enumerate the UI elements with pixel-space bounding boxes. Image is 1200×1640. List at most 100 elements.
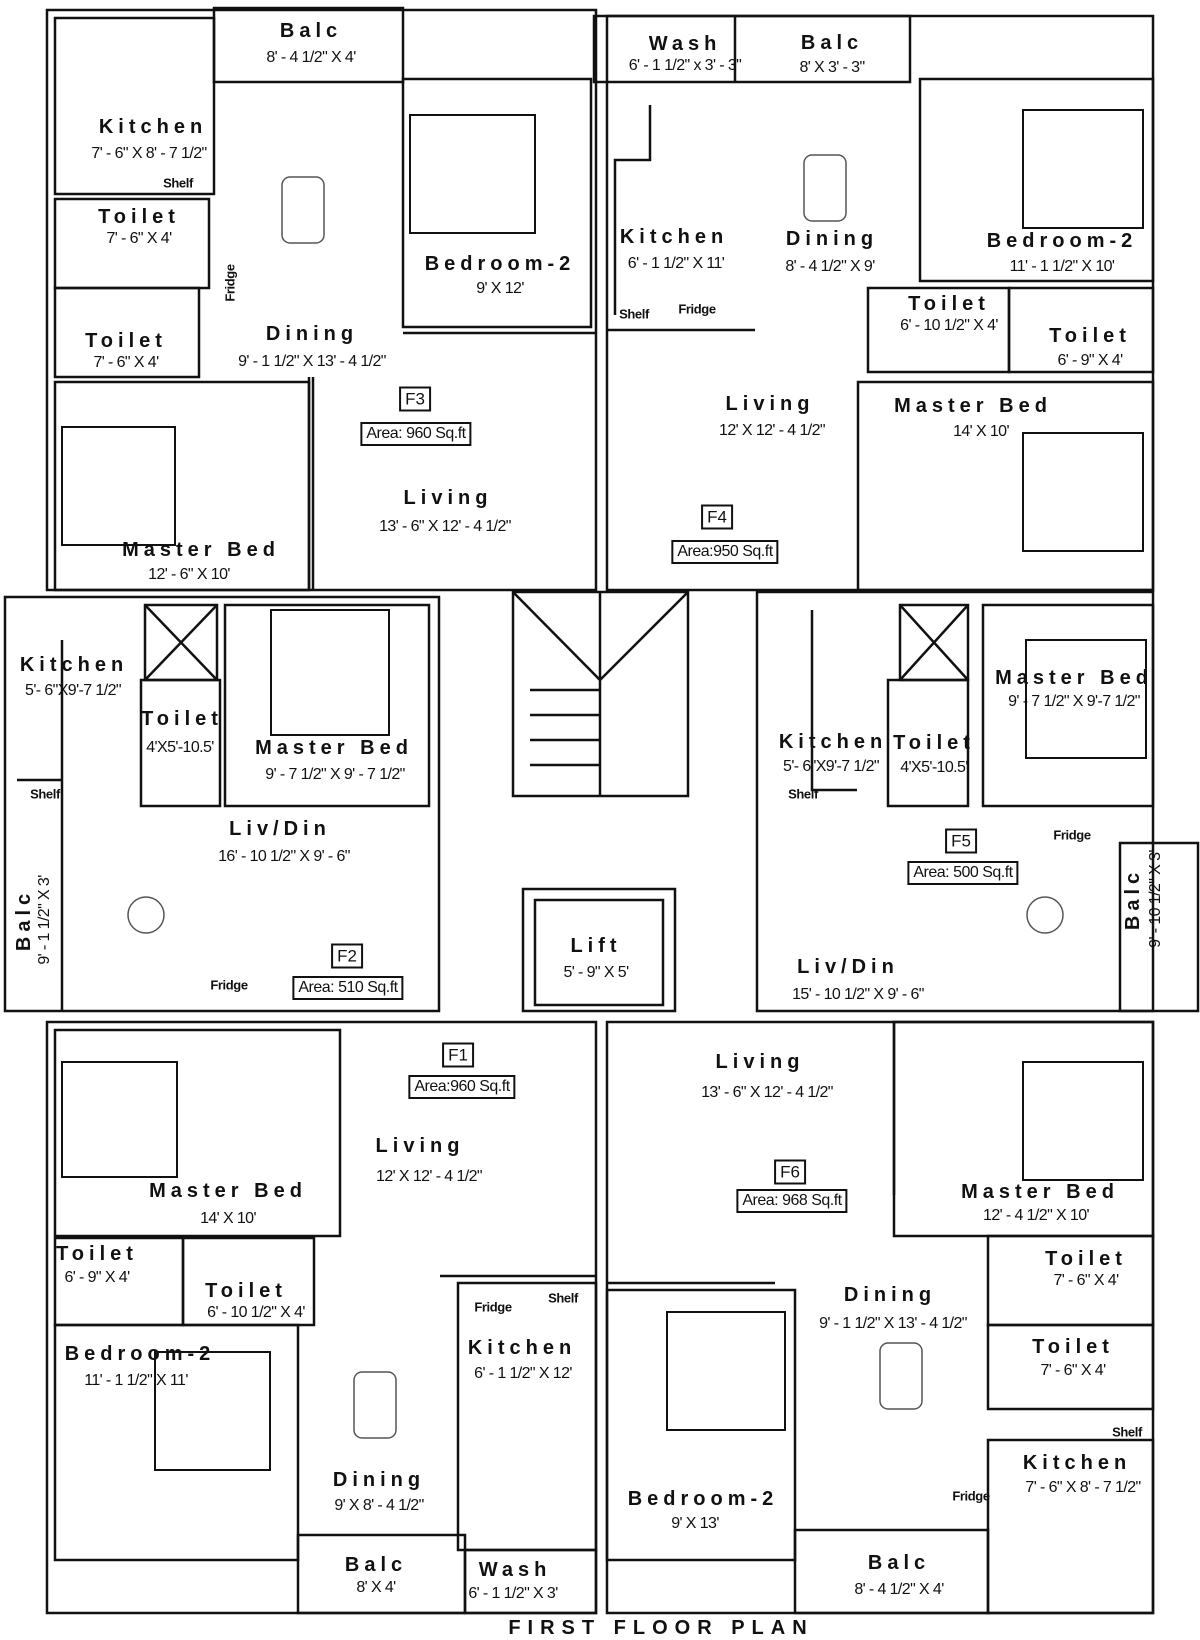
f6-toilet2-label: Toilet <box>1032 1336 1114 1358</box>
f1-kitchen <box>456 1281 598 1552</box>
f1-toilet2-label: Toilet <box>205 1280 287 1302</box>
f1-living-label: Living <box>375 1135 465 1157</box>
dining-table-icon <box>803 154 847 222</box>
f2-master-dim: 9' - 7 1/2" X 9' - 7 1/2" <box>265 766 405 783</box>
f3-toilet1-dim: 7' - 6" X 4' <box>106 230 172 247</box>
shelf-label: Shelf <box>788 786 818 802</box>
shelf-label: Shelf <box>548 1290 578 1306</box>
f6-balc-dim: 8' - 4 1/2" X 4' <box>854 1581 944 1598</box>
f6-bedroom2-label: Bedroom-2 <box>627 1488 779 1510</box>
f6-bedroom2 <box>605 1288 797 1562</box>
f2-balc-label: Balc <box>13 888 35 952</box>
f4-toilet1-label: Toilet <box>908 293 990 315</box>
f4-master-dim: 14' X 10' <box>953 423 1009 440</box>
dining-table-icon <box>879 1342 923 1410</box>
fridge-label: Fridge <box>678 301 716 317</box>
f3-toilet2-dim: 7' - 6" X 4' <box>93 354 159 371</box>
f1-master-label: Master Bed <box>149 1180 307 1202</box>
dining-tables <box>127 154 1064 1439</box>
f2-balc-dim: 9' - 1 1/2" X 3' <box>36 875 53 965</box>
dining-table-icon <box>127 896 165 934</box>
f1-wash-label: Wash <box>478 1559 552 1581</box>
f6-kitchen <box>986 1438 1155 1615</box>
f3-bedroom2-dim: 9' X 12' <box>476 280 524 297</box>
f5-balc-label: Balc <box>1122 867 1144 931</box>
bed-icon <box>61 426 176 546</box>
f3-bedroom2 <box>401 77 593 329</box>
f6-area-badge: Area: 968 Sq.ft <box>736 1189 848 1213</box>
f4-dining-dim: 8' - 4 1/2" X 9' <box>785 258 875 275</box>
bed-icon <box>1022 432 1144 552</box>
f2-kitchen-label: Kitchen <box>19 654 129 676</box>
fridge-label: Fridge <box>222 264 238 302</box>
f3-living-label: Living <box>403 487 493 509</box>
shelf-label: Shelf <box>619 306 649 322</box>
f1-balc-label: Balc <box>344 1554 408 1576</box>
f5-toilet-dim: 4'X5'-10.5' <box>900 759 968 776</box>
f2-livdin-label: Liv/Din <box>229 818 331 840</box>
f6-flat-tag: F6 <box>774 1159 806 1185</box>
f1-toilet1-label: Toilet <box>56 1243 138 1265</box>
f5-flat-tag: F5 <box>945 828 977 854</box>
f1-wash-dim: 6' - 1 1/2" X 3' <box>468 1585 558 1602</box>
f4-kitchen-dim: 6' - 1 1/2" X 11' <box>627 255 725 272</box>
f5-kitchen-dim: 5'- 6"X9'-7 1/2" <box>783 758 880 775</box>
bed-icon <box>1022 109 1144 229</box>
f1-living-dim: 12' X 12' - 4 1/2" <box>376 1168 483 1185</box>
walls <box>3 6 1200 1615</box>
f4-area-badge: Area:950 Sq.ft <box>671 540 779 564</box>
f5-livdin-dim: 15' - 10 1/2" X 9' - 6" <box>792 986 924 1003</box>
beds <box>61 109 1147 1471</box>
f6-kitchen-label: Kitchen <box>1022 1452 1132 1474</box>
f2-toilet-label: Toilet <box>141 708 223 730</box>
f5-livdin-label: Liv/Din <box>797 956 899 978</box>
f4-living-dim: 12' X 12' - 4 1/2" <box>719 422 826 439</box>
f3-balcony <box>212 6 405 84</box>
f6-toilet1-label: Toilet <box>1045 1248 1127 1270</box>
f1-kitchen-label: Kitchen <box>467 1337 577 1359</box>
f3-balc-dim: 8' - 4 1/2" X 4' <box>266 49 356 66</box>
f6-master-label: Master Bed <box>961 1181 1119 1203</box>
bed-icon <box>409 114 536 234</box>
f1-balc-dim: 8' X 4' <box>356 1579 396 1596</box>
f3-kitchen-label: Kitchen <box>98 116 208 138</box>
f1-bedroom2 <box>53 1323 300 1562</box>
bed-icon <box>666 1311 786 1431</box>
f2-master-label: Master Bed <box>255 737 413 759</box>
f6-kitchen-dim: 7' - 6" X 8' - 7 1/2" <box>1025 1479 1141 1496</box>
f3-balc-label: Balc <box>279 20 343 42</box>
f3-master-label: Master Bed <box>122 539 280 561</box>
f5-master-label: Master Bed <box>995 667 1153 689</box>
f6-toilet2-dim: 7' - 6" X 4' <box>1040 1362 1106 1379</box>
f6-dining-label: Dining <box>843 1284 937 1306</box>
f5-master <box>981 603 1155 808</box>
f6-balcony <box>793 1528 990 1615</box>
f4-dining-label: Dining <box>785 228 879 250</box>
f2-master <box>223 603 431 808</box>
fridge-label: Fridge <box>1053 827 1091 843</box>
f4-toilet2-label: Toilet <box>1049 325 1131 347</box>
plan-title: FIRST FLOOR PLAN <box>508 1617 814 1639</box>
f3-living-dim: 13' - 6" X 12' - 4 1/2" <box>379 518 511 535</box>
f5-area-badge: Area: 500 Sq.ft <box>907 861 1019 885</box>
f1-kitchen-dim: 6' - 1 1/2" X 12' <box>474 1365 572 1382</box>
f4-balc-dim: 8' X 3' - 3" <box>799 59 865 76</box>
f4-master <box>856 380 1155 592</box>
bed-icon <box>270 609 390 736</box>
f2-flat-tag: F2 <box>331 943 363 969</box>
f2-kitchen-dim: 5'- 6"X9'-7 1/2" <box>25 682 122 699</box>
lift-label: Lift <box>570 935 622 957</box>
f1-toilet1-dim: 6' - 9" X 4' <box>64 1269 130 1286</box>
f2-area-badge: Area: 510 Sq.ft <box>292 976 404 1000</box>
f5-balc-dim: 9' - 10 1/2" X 3' <box>1147 850 1164 948</box>
shelf-label: Shelf <box>30 786 60 802</box>
f6-living-label: Living <box>715 1051 805 1073</box>
f1-dining-dim: 9' X 8' - 4 1/2" <box>334 1497 424 1514</box>
f4-toilet2-dim: 6' - 9" X 4' <box>1057 352 1123 369</box>
f1-bedroom2-dim: 11' - 1 1/2" X 11' <box>84 1372 188 1389</box>
f4-master-label: Master Bed <box>894 395 1052 417</box>
f6-master-dim: 12' - 4 1/2" X 10' <box>983 1207 1090 1224</box>
f3-flat-tag: F3 <box>399 386 431 412</box>
f3-master-dim: 12' - 6" X 10' <box>148 566 230 583</box>
